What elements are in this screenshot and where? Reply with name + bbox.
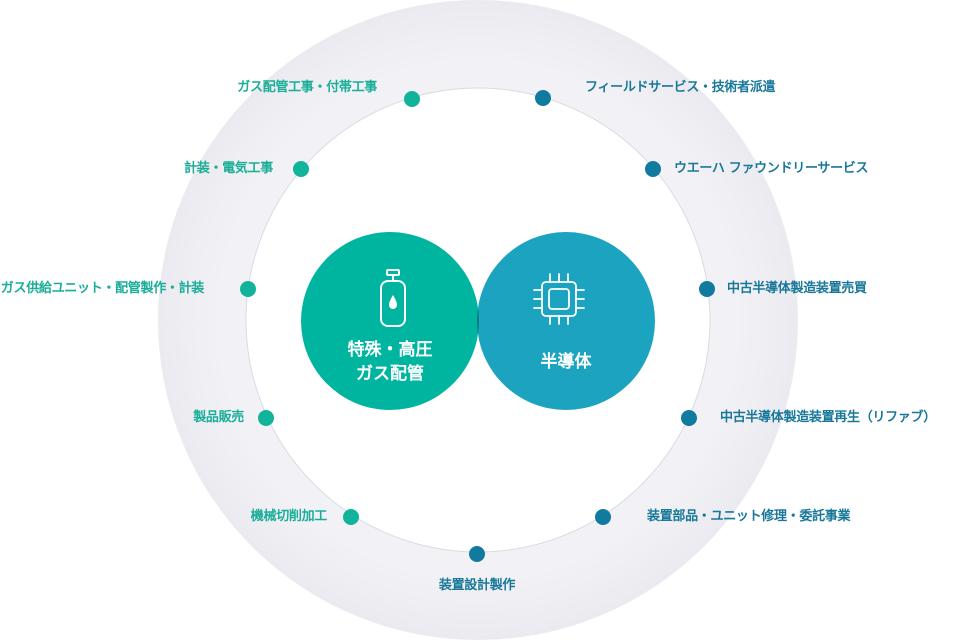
service-dot-machining [343, 509, 359, 525]
service-label-equipment-refab: 中古半導体製造装置再生（リファブ） [720, 410, 936, 425]
gas-center-label: 特殊・高圧 ガス配管 [330, 338, 450, 386]
service-label-gas-supply-unit: ガス供給ユニット・配管製作・計装 [0, 281, 205, 296]
service-label-field-service: フィールドサービス・技術者派遣 [585, 80, 776, 95]
semiconductor-center-label: 半導体 [540, 352, 592, 372]
service-dot-gas-supply-unit [240, 281, 256, 297]
service-dot-used-equipment-trade [699, 281, 715, 297]
service-label-instrumentation: 計装・電気工事 [184, 161, 273, 176]
service-label-product-sales: 製品販売 [193, 410, 244, 425]
service-label-parts-repair: 装置部品・ユニット修理・委託事業 [647, 509, 851, 524]
gas-center-line1: 特殊・高圧 [347, 340, 433, 360]
service-label-used-equipment-trade: 中古半導体製造装置売買 [727, 281, 867, 296]
service-dot-product-sales [258, 410, 274, 426]
semiconductor-circle [477, 232, 655, 410]
gas-circle [301, 232, 479, 410]
service-dot-instrumentation [293, 161, 309, 177]
chip-icon [533, 273, 585, 325]
service-dot-gas-piping [404, 91, 420, 107]
service-label-equipment-design: 装置設計製作 [438, 578, 516, 593]
service-dot-equipment-design [469, 546, 485, 562]
service-dot-equipment-refab [681, 410, 697, 426]
gas-center-line2: ガス配管 [356, 364, 424, 384]
service-dot-parts-repair [595, 509, 611, 525]
gas-cylinder-icon [380, 269, 406, 327]
service-label-machining: 機械切削加工 [250, 509, 328, 524]
service-label-wafer-foundry: ウエーハ ファウンドリーサービス [674, 161, 869, 176]
service-dot-field-service [535, 90, 551, 106]
service-dot-wafer-foundry [645, 161, 661, 177]
service-label-gas-piping: ガス配管工事・付帯工事 [237, 80, 377, 95]
